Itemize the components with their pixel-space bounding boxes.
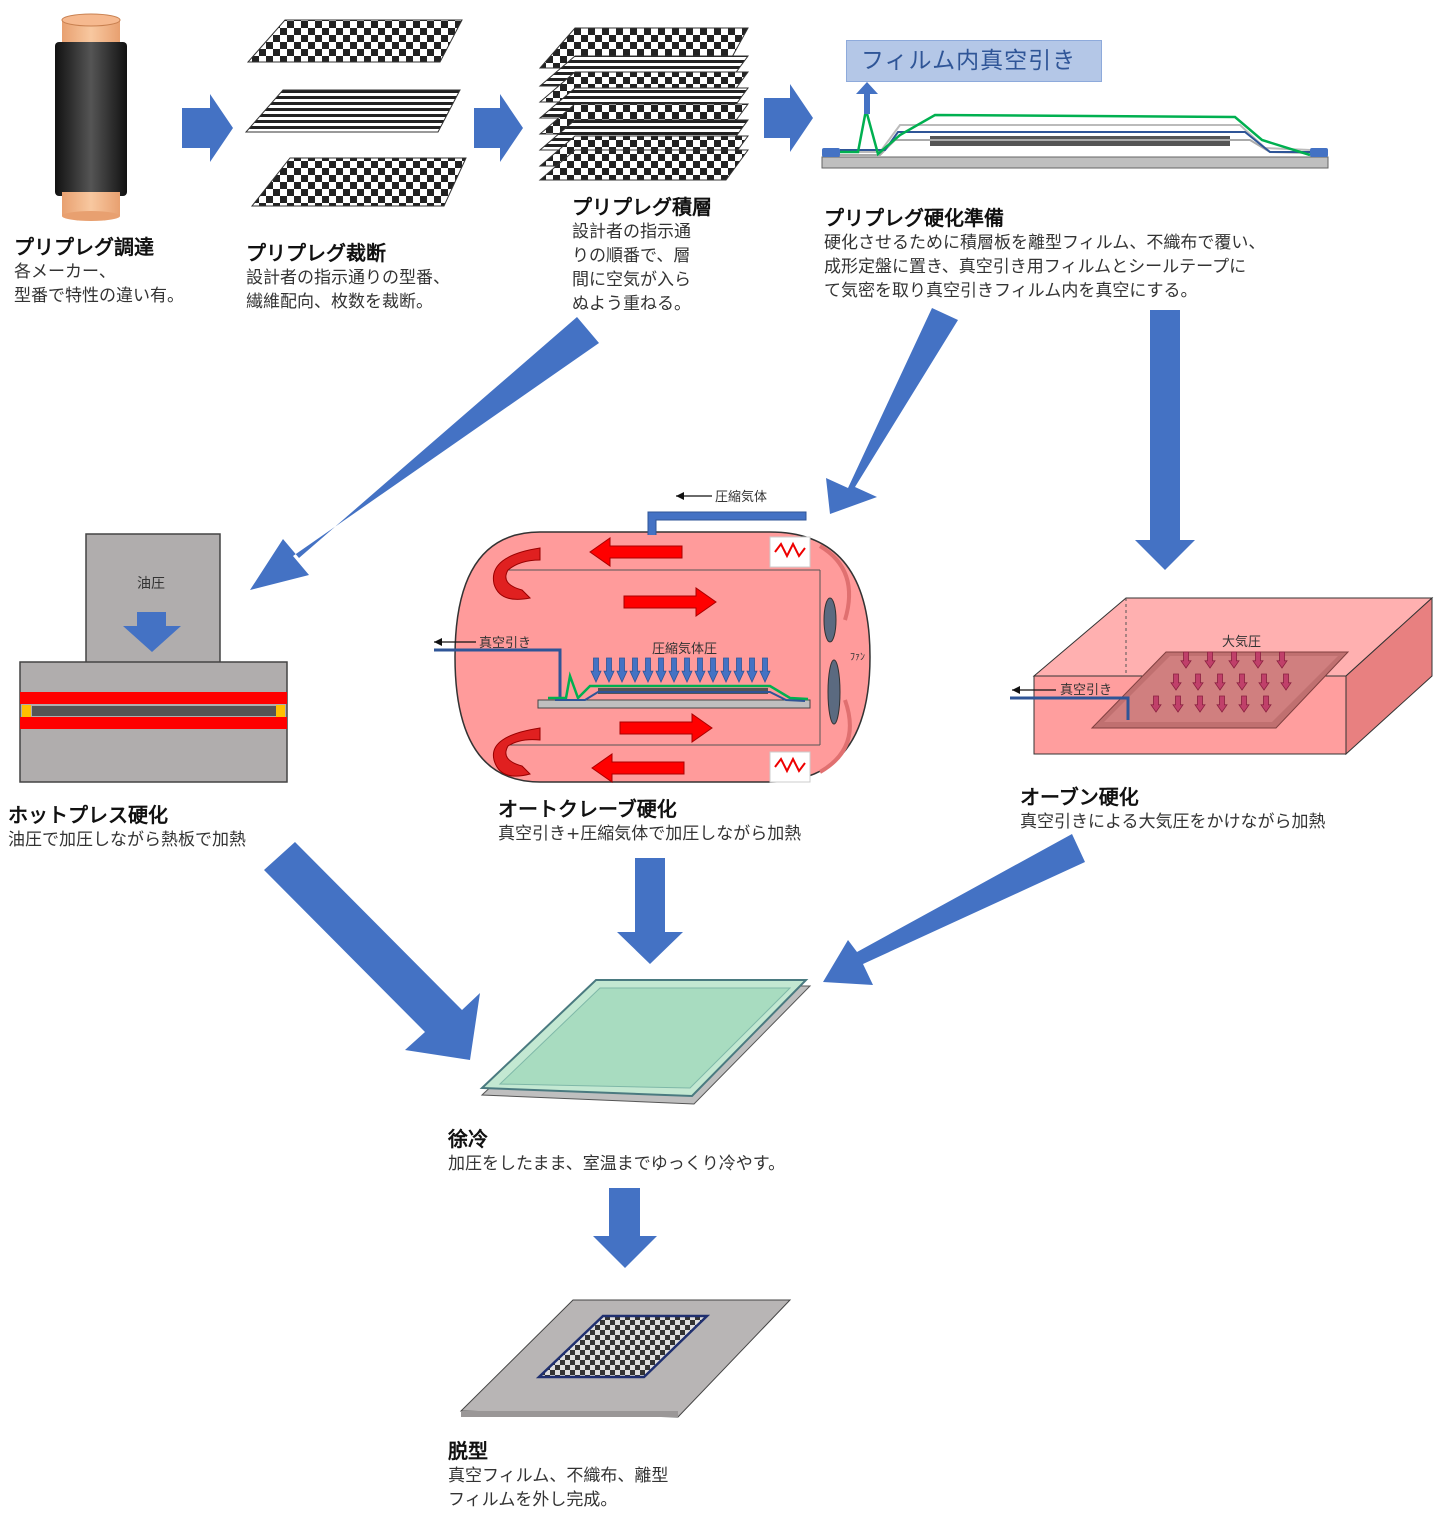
pressure-arrow-icon: [1238, 695, 1250, 713]
pressure-arrow-icon: [1170, 673, 1182, 691]
flow-arrow-cool-to-demold: [593, 1188, 657, 1268]
step-procure: プリプレグ調達 各メーカー、 型番で特性の違い有。: [14, 234, 184, 308]
pressure-arrow-icon: [1216, 695, 1228, 713]
pressure-arrow-icon: [1276, 651, 1288, 669]
step-hotpress-title: ホットプレス硬化: [8, 803, 168, 827]
pressure-arrow-icon: [1180, 651, 1192, 669]
pressure-arrow-icon: [1260, 695, 1272, 713]
step-autoclave-title: オートクレーブ硬化: [498, 797, 677, 821]
pressure-arrow-icon: [1172, 695, 1184, 713]
step-hotpress-desc: 油圧で加圧しながら熱板で加熱: [8, 830, 246, 850]
flow-arrow-hotpress-to-cool: [264, 842, 480, 1060]
step-cut-desc: 設計者の指示通りの型番、 繊維配向、枚数を裁断。: [246, 268, 450, 312]
flow-arrow-prep-to-oven: [1135, 310, 1195, 570]
oven-vacuum-label: 真空引き: [1060, 683, 1112, 698]
pressure-arrow-icon: [759, 657, 771, 683]
step-autoclave-desc: 真空引き+圧縮気体で加圧しながら加熱: [498, 824, 802, 844]
step-cool-title: 徐冷: [448, 1127, 488, 1151]
hot-press-icon: [19, 533, 288, 783]
flow-arrow-cut-to-layup: [474, 94, 523, 162]
step-layup: プリプレグ積層 設計者の指示通 りの順番で、層 間に空気が入ら ぬよう重ねる。: [572, 194, 712, 316]
flow-arrow-layup-to-prep: [764, 84, 813, 152]
pressure-arrow-icon: [590, 657, 602, 683]
step-oven-desc: 真空引きによる大気圧をかけながら加熱: [1020, 812, 1326, 832]
step-autoclave: オートクレーブ硬化 真空引き+圧縮気体で加圧しながら加熱: [498, 796, 801, 846]
pressure-arrow-icon: [733, 657, 745, 683]
pressure-arrow-icon: [1228, 651, 1240, 669]
step-oven-title: オーブン硬化: [1020, 785, 1139, 809]
pressure-arrow-icon: [668, 657, 680, 683]
pressure-arrow-icon: [655, 657, 667, 683]
step-prep: プリプレグ硬化準備 硬化させるために積層板を離型フィルム、不織布で覆い、 成形定…: [824, 205, 1265, 303]
cured-laminate-icon: [479, 979, 812, 1105]
gas-pressure-label: 圧縮気体圧: [652, 641, 717, 657]
step-oven: オーブン硬化 真空引きによる大気圧をかけながら加熱: [1020, 784, 1326, 834]
vacuum-bag-setup-icon: [821, 82, 1329, 169]
laminated-stack-icon: [538, 27, 749, 181]
pressure-arrow-icon: [1252, 651, 1264, 669]
pressure-arrow-icon: [1236, 673, 1248, 691]
step-cut-title: プリプレグ裁断: [246, 241, 386, 265]
step-procure-desc: 各メーカー、 型番で特性の違い有。: [14, 262, 184, 306]
step-demold-title: 脱型: [448, 1439, 488, 1463]
fan-label: ﾌｧﾝ: [850, 652, 865, 663]
pressure-arrow-icon: [694, 657, 706, 683]
pressure-arrow-icon: [1204, 651, 1216, 669]
pressure-arrow-icon: [1192, 673, 1204, 691]
flow-arrow-autoclave-to-cool: [617, 858, 683, 964]
compressed-gas-label: 圧縮気体: [715, 489, 767, 505]
atmospheric-pressure-label: 大気圧: [1222, 634, 1261, 650]
pressure-arrow-icon: [1214, 673, 1226, 691]
step-demold-desc: 真空フィルム、不織布、離型 フィルムを外し完成。: [448, 1466, 669, 1510]
hydraulic-label: 油圧: [137, 576, 165, 592]
pressure-arrow-icon: [1150, 695, 1162, 713]
pressure-arrow-icon: [629, 657, 641, 683]
step-demold: 脱型 真空フィルム、不織布、離型 フィルムを外し完成。: [448, 1438, 668, 1512]
step-prep-desc: 硬化させるために積層板を離型フィルム、不織布で覆い、 成形定盤に置き、真空引き用…: [824, 233, 1266, 301]
step-cool: 徐冷 加圧をしたまま、室温までゆっくり冷やす。: [448, 1126, 785, 1176]
flow-arrow-layup-to-hotpress: [250, 317, 599, 590]
autoclave-vacuum-label: 真空引き: [479, 636, 531, 651]
step-layup-desc: 設計者の指示通 りの順番で、層 間に空気が入ら ぬよう重ねる。: [572, 222, 691, 314]
step-layup-title: プリプレグ積層: [572, 195, 712, 219]
step-cool-desc: 加圧をしたまま、室温までゆっくり冷やす。: [448, 1154, 786, 1174]
autoclave-icon: [434, 511, 871, 783]
pressure-arrow-icon: [1280, 673, 1292, 691]
flow-arrow-prep-to-autoclave: [826, 308, 958, 514]
film-vacuum-label: フィルム内真空引き: [846, 40, 1102, 82]
step-procure-title: プリプレグ調達: [14, 235, 154, 259]
finished-part-icon: [459, 1299, 792, 1418]
cut-prepreg-sheets-icon: [244, 19, 467, 207]
prepreg-roll-icon: [55, 13, 127, 221]
pressure-arrow-icon: [746, 657, 758, 683]
pressure-arrow-icon: [1258, 673, 1270, 691]
flow-arrow-procure-to-cut: [182, 94, 233, 162]
pressure-arrow-icon: [603, 657, 615, 683]
pressure-arrow-icon: [642, 657, 654, 683]
step-cut: プリプレグ裁断 設計者の指示通りの型番、 繊維配向、枚数を裁断。: [246, 240, 450, 314]
pressure-arrow-icon: [616, 657, 628, 683]
pressure-arrow-icon: [1194, 695, 1206, 713]
step-hotpress: ホットプレス硬化 油圧で加圧しながら熱板で加熱: [8, 802, 246, 852]
pressure-arrow-icon: [720, 657, 732, 683]
step-prep-title: プリプレグ硬化準備: [824, 206, 1004, 230]
oven-pressure-arrows: [1150, 651, 1292, 713]
flow-arrow-oven-to-cool: [823, 834, 1085, 985]
pressure-arrow-icon: [681, 657, 693, 683]
autoclave-pressure-arrows: [590, 657, 771, 683]
pressure-arrow-icon: [707, 657, 719, 683]
